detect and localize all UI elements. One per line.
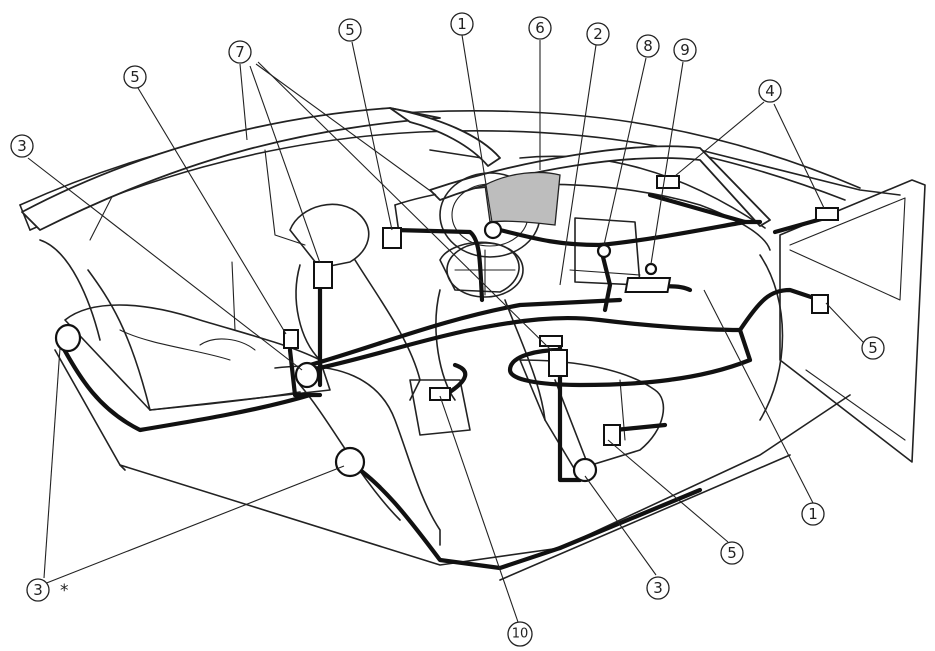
callout-5-rear-left: 5 bbox=[123, 65, 147, 89]
optional-note-marker: * bbox=[60, 581, 69, 601]
callout-label: 5 bbox=[130, 68, 140, 86]
callout-label: 10 bbox=[512, 627, 529, 642]
callout-10: 10 bbox=[507, 621, 533, 647]
callout-label: 4 bbox=[765, 82, 775, 100]
callout-label: 2 bbox=[593, 25, 603, 43]
callout-label: 7 bbox=[235, 43, 245, 61]
callout-1-control-unit: 1 bbox=[801, 502, 825, 526]
instrument-cluster-glass bbox=[484, 171, 561, 226]
leader-lines bbox=[27, 34, 865, 623]
rear-pretensioner-center bbox=[294, 361, 320, 389]
steering-wheel bbox=[439, 172, 541, 298]
callout-label: 5 bbox=[345, 21, 355, 39]
callout-label: 1 bbox=[808, 505, 818, 523]
callout-9: 9 bbox=[673, 38, 697, 62]
callout-label: 5 bbox=[727, 544, 737, 562]
side-sensor-driver-b bbox=[382, 227, 402, 249]
callout-label: 5 bbox=[868, 339, 878, 357]
rear-pretensioner-left bbox=[54, 323, 82, 353]
callout-1-steering: 1 bbox=[450, 12, 474, 36]
front-sensor-right bbox=[815, 207, 839, 221]
side-sensor-front-right bbox=[811, 294, 829, 314]
callout-5-front-right: 5 bbox=[861, 336, 885, 360]
component-modules bbox=[54, 175, 839, 483]
indicator-lamp bbox=[644, 262, 658, 276]
callout-7: 7 bbox=[228, 40, 252, 64]
curtain-airbag-module-left bbox=[313, 261, 333, 289]
side-sensor-passenger-b bbox=[603, 424, 621, 446]
curtain-airbag-module-center bbox=[548, 349, 568, 377]
rear-pretensioner-optional bbox=[334, 446, 366, 478]
front-pretensioner bbox=[572, 457, 598, 483]
callout-label: 3 bbox=[653, 579, 663, 597]
callout-2: 2 bbox=[586, 22, 610, 46]
callout-label: 8 bbox=[643, 37, 653, 55]
callout-3-rear-top: 3 bbox=[10, 134, 34, 158]
callout-4: 4 bbox=[758, 79, 782, 103]
curtain-connector bbox=[539, 335, 563, 347]
callout-label: 3 bbox=[33, 581, 43, 599]
steering-airbag-module bbox=[483, 220, 503, 240]
callout-6: 6 bbox=[528, 16, 552, 40]
callout-label: 1 bbox=[457, 15, 467, 33]
callout-8: 8 bbox=[636, 34, 660, 58]
callout-5-passenger: 5 bbox=[720, 541, 744, 565]
seat-belt-buckle-switch bbox=[429, 387, 451, 401]
callout-label: 3 bbox=[17, 137, 27, 155]
callout-3-front-bottom: 3 bbox=[646, 576, 670, 600]
passenger-airbag-connector bbox=[596, 243, 612, 259]
callout-label: 9 bbox=[680, 41, 690, 59]
front-sensor-left bbox=[656, 175, 680, 189]
callout-3-optional: 3 bbox=[26, 578, 50, 602]
airbag-control-unit bbox=[624, 277, 672, 293]
callout-5-driver: 5 bbox=[338, 18, 362, 42]
wiring-harness bbox=[55, 192, 828, 571]
side-sensor-rear-left bbox=[283, 329, 299, 349]
callout-label: 6 bbox=[535, 19, 545, 37]
